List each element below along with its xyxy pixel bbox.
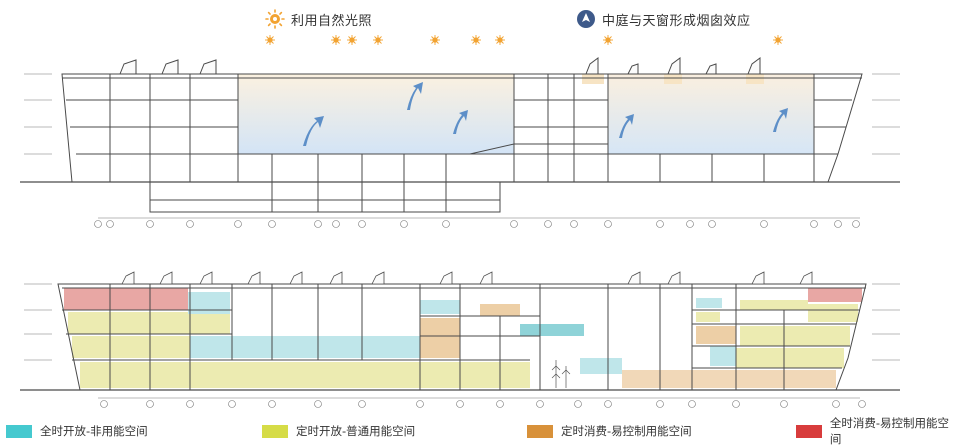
airflow-arrow: [303, 116, 324, 146]
building-outline-bottom: [57, 283, 867, 391]
zone-yellow: [740, 300, 808, 310]
stack-effect-icon: [576, 9, 596, 29]
legend-item-open-nonenergy: 全时开放-非用能空间: [6, 422, 148, 440]
airflow-arrow: [619, 114, 634, 138]
skylight-fins: [119, 57, 761, 75]
airflow-arrows: [303, 82, 788, 146]
elevation-markers-bottom: [24, 283, 900, 361]
zone-yellow: [68, 312, 188, 334]
zone-cyan: [188, 292, 230, 314]
sun-marker: [265, 35, 275, 45]
sun-markers: [265, 35, 783, 45]
legend-swatch: [6, 424, 32, 438]
legend-label: 定时开放-普通用能空间: [296, 424, 416, 438]
zone-cyan: [520, 324, 584, 336]
sun-marker: [373, 35, 383, 45]
legend-swatch: [527, 424, 553, 438]
zone-cyan: [696, 298, 722, 308]
zone-cyan: [710, 346, 736, 366]
energy-zones: [64, 288, 862, 388]
sun-icon: [265, 9, 285, 29]
grid-axes-top: [94, 217, 860, 228]
sun-marker: [347, 35, 357, 45]
zone-cyan: [420, 300, 460, 314]
daylight-annotation: 利用自然光照: [265, 9, 372, 29]
zone-yellow: [696, 312, 720, 322]
skylight-fins-bottom: [121, 271, 813, 285]
daylight-label: 利用自然光照: [291, 13, 373, 29]
airflow-arrow: [453, 110, 468, 134]
skylight-glow: [664, 74, 682, 84]
atrium-volume-right: [608, 74, 814, 154]
legend-item-timed-general: 定时开放-普通用能空间: [262, 422, 415, 440]
zone-yellow: [740, 326, 850, 346]
zone-yellow: [72, 336, 190, 358]
zone-orange: [696, 326, 736, 344]
stack-effect-label: 中庭与天窗形成烟囱效应: [602, 13, 751, 29]
zone-orange: [420, 318, 460, 358]
sun-marker: [430, 35, 440, 45]
zone-red: [808, 288, 862, 302]
sun-marker: [773, 35, 783, 45]
airflow-arrow: [407, 82, 423, 110]
legend-label: 定时消费-易控制用能空间: [561, 424, 692, 438]
sun-marker: [471, 35, 481, 45]
atrium-volume-left: [238, 74, 514, 154]
building-outline: [61, 73, 863, 213]
zone-yellow: [188, 314, 230, 334]
zone-cyan: [580, 358, 622, 374]
zone-yellow: [808, 304, 858, 322]
grid-axes-bottom: [98, 397, 866, 408]
airflow-arrow: [773, 108, 788, 132]
sun-marker: [495, 35, 505, 45]
zone-yellow: [460, 362, 530, 388]
zone-orange: [622, 370, 836, 388]
courtyard-plants: [551, 360, 571, 388]
skylight-glow: [746, 74, 764, 84]
skylight-glow: [582, 74, 604, 84]
legend-item-full-controlled: 全时消费-易控制用能空间: [796, 416, 960, 446]
legend-label: 全时消费-易控制用能空间: [829, 416, 950, 446]
zone-cyan: [190, 336, 420, 358]
sun-marker: [603, 35, 613, 45]
stack-effect-annotation: 中庭与天窗形成烟囱效应: [576, 9, 751, 29]
zone-orange: [480, 304, 520, 316]
zone-yellow: [80, 362, 460, 388]
zone-red: [64, 288, 188, 310]
legend-label: 全时开放-非用能空间: [40, 424, 148, 438]
legend-swatch: [796, 424, 822, 438]
sun-marker: [331, 35, 341, 45]
legend-swatch: [262, 424, 288, 438]
zone-yellow: [736, 348, 844, 368]
legend-item-timed-controlled: 定时消费-易控制用能空间: [527, 422, 692, 440]
